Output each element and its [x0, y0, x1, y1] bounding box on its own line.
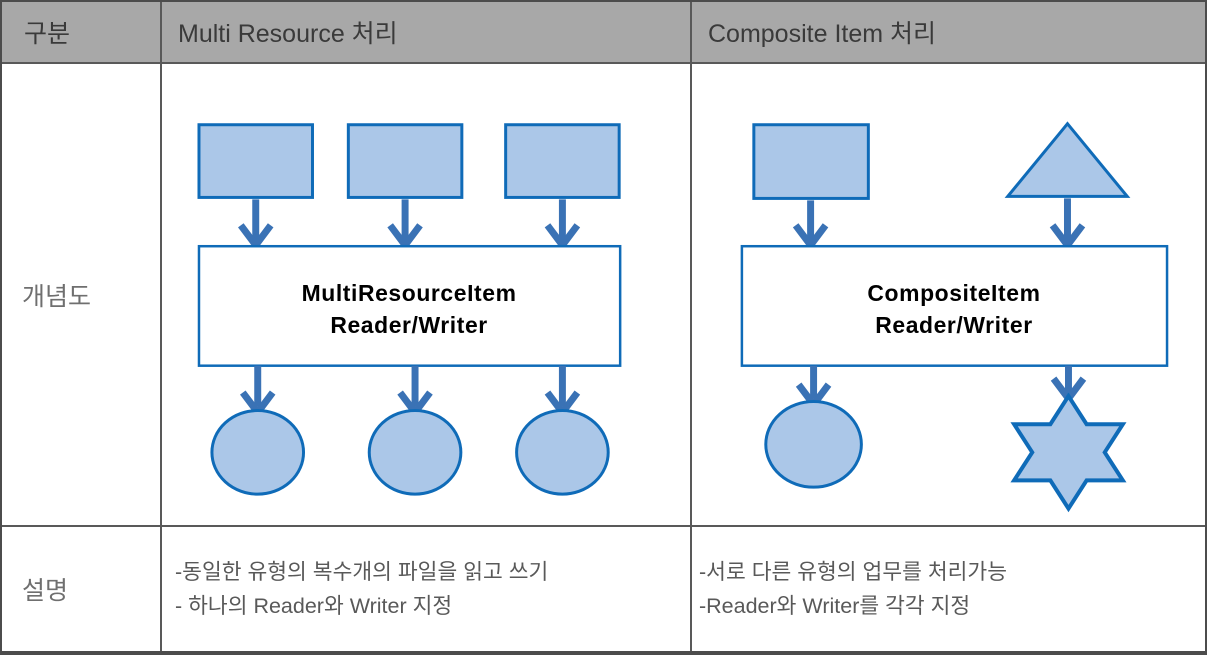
composite-item-flow-svg: CompositeItem Reader/Writer [740, 121, 1169, 513]
multi-output-circle-2 [367, 409, 463, 496]
multi-output-circle-1 [210, 409, 306, 496]
diagram-composite-item: CompositeItem Reader/Writer [692, 64, 1205, 527]
row-label-concept: 개념도 [22, 282, 92, 311]
down-arrow-icon [795, 365, 1087, 411]
multi-box-label-line1: MultiResourceItem [302, 280, 517, 306]
description-multi-resource: -동일한 유형의 복수개의 파일을 읽고 쓰기 - 하나의 Reader와 Wr… [162, 527, 692, 651]
composite-input-triangle [1004, 121, 1131, 198]
header-multi-resource-label: Multi Resource 처리 [178, 20, 398, 48]
down-arrow-icon [238, 199, 581, 252]
header-multi-resource-cell: Multi Resource 처리 [162, 2, 692, 64]
description-line: -서로 다른 유형의 업무를 처리가능 [699, 560, 1007, 584]
composite-output-star [1010, 392, 1127, 513]
composite-reader-writer-box [740, 244, 1169, 367]
header-composite-item-cell: Composite Item 처리 [692, 2, 1205, 64]
description-line: -동일한 유형의 복수개의 파일을 읽고 쓰기 [175, 560, 549, 584]
composite-output-circle [764, 400, 863, 489]
composite-input-rect [752, 123, 870, 200]
description-line: - 하나의 Reader와 Writer 지정 [175, 594, 453, 618]
row-label-description: 설명 [22, 577, 69, 605]
description-line: -Reader와 Writer를 각각 지정 [699, 594, 971, 618]
multi-input-rect-1 [197, 123, 314, 199]
down-arrow-icon [240, 365, 581, 419]
down-arrow-icon [792, 198, 1086, 252]
multi-input-rect-2 [346, 123, 464, 199]
header-composite-item-label: Composite Item 처리 [708, 20, 937, 48]
multi-reader-writer-box [197, 244, 622, 367]
composite-box-label-line2: Reader/Writer [875, 312, 1032, 338]
row-label-description-cell: 설명 [2, 527, 162, 651]
row-label-concept-cell: 개념도 [2, 64, 162, 527]
header-category-label: 구분 [24, 20, 71, 48]
header-category-cell: 구분 [2, 2, 162, 64]
multi-input-rect-3 [504, 123, 621, 199]
description-composite-item: -서로 다른 유형의 업무를 처리가능 -Reader와 Writer를 각각 … [692, 527, 1205, 651]
composite-box-label-line1: CompositeItem [867, 280, 1040, 306]
multi-output-circle-3 [515, 409, 610, 496]
multi-resource-flow-svg: MultiResourceItem Reader/Writer [197, 123, 622, 496]
diagram-multi-resource: MultiResourceItem Reader/Writer [162, 64, 692, 527]
multi-box-label-line2: Reader/Writer [330, 312, 487, 338]
